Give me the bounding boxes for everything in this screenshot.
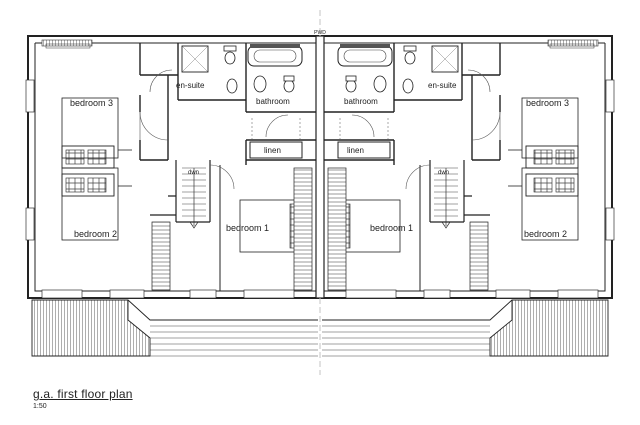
room-label-linen-left: linen xyxy=(264,146,281,155)
room-label-en-suite-right: en-suite xyxy=(428,81,457,90)
room-label-bedroom-1-left: bedroom 1 xyxy=(226,223,269,233)
plan-title: g.a. first floor plan xyxy=(33,387,133,401)
dwelling-left xyxy=(25,35,319,357)
room-label-bedroom-2-right: bedroom 2 xyxy=(524,229,567,239)
room-label-linen-right: linen xyxy=(347,146,364,155)
dwelling-right xyxy=(321,35,615,357)
room-label-bathroom-right: bathroom xyxy=(344,97,378,106)
stair-label-dwn-right: dwn xyxy=(438,170,449,176)
stair-label-dwn-left: dwn xyxy=(188,170,199,176)
party-wall-label: PWD xyxy=(314,30,326,36)
room-label-bedroom-3-right: bedroom 3 xyxy=(526,98,569,108)
room-label-bedroom-3-left: bedroom 3 xyxy=(70,98,113,108)
room-label-bedroom-2-left: bedroom 2 xyxy=(74,229,117,239)
room-label-bathroom-left: bathroom xyxy=(256,97,290,106)
room-label-bedroom-1-right: bedroom 1 xyxy=(370,223,413,233)
plan-scale: 1:50 xyxy=(33,403,47,410)
room-label-en-suite-left: en-suite xyxy=(176,81,205,90)
